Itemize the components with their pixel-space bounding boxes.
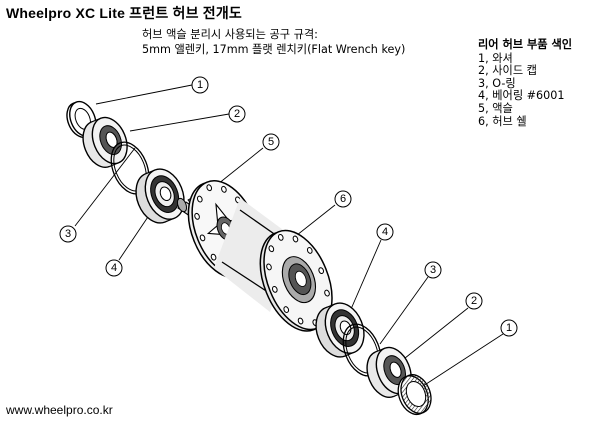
parts-index-item: 1, 와셔 bbox=[478, 51, 513, 65]
leader-line bbox=[347, 239, 382, 317]
callout-number: 2 bbox=[471, 295, 477, 307]
callout-axle: 5 bbox=[262, 133, 280, 151]
hub-flange-right bbox=[259, 229, 333, 332]
callout-number: 2 bbox=[234, 108, 240, 120]
leader-line bbox=[129, 113, 230, 132]
tool-spec-note: 허브 액슬 분리시 사용되는 공구 규격: 5mm 앨렌키, 17mm 플랫 렌… bbox=[142, 27, 405, 57]
parts-index-item: 3, O-링 bbox=[478, 76, 516, 90]
tool-spec-line-2: 5mm 앨렌키, 17mm 플랫 렌치키(Flat Wrench key) bbox=[142, 43, 406, 56]
callout-bearing-left: 4 bbox=[105, 259, 123, 277]
callout-o-ring-left: 3 bbox=[59, 225, 77, 243]
tool-spec-line-1: 허브 액슬 분리시 사용되는 공구 규격: bbox=[142, 28, 318, 41]
leader-line bbox=[379, 276, 429, 345]
callout-number: 6 bbox=[340, 193, 346, 205]
bearing-left bbox=[135, 168, 185, 224]
parts-index-item: 6, 허브 쉘 bbox=[478, 114, 527, 128]
callout-hub-shell: 6 bbox=[334, 190, 352, 208]
callout-number: 3 bbox=[65, 228, 71, 240]
callout-side-cap-right: 2 bbox=[465, 292, 483, 310]
hub-shell bbox=[187, 180, 333, 332]
parts-index-item: 4, 베어링 #6001 bbox=[478, 89, 565, 103]
callouts: 1 2 3 4 5 6 4 3 bbox=[59, 76, 518, 337]
callout-number: 1 bbox=[506, 322, 512, 334]
parts-index: 리어 허브 부품 색인 1, 와셔 2, 사이드 캡 3, O-링 4, 베어링… bbox=[478, 38, 573, 128]
parts-index-item: 2, 사이드 캡 bbox=[478, 64, 537, 78]
website-url: www.wheelpro.co.kr bbox=[6, 403, 113, 417]
page-title: Wheelpro XC Lite 프런트 허브 전개도 bbox=[6, 5, 243, 21]
callout-number: 5 bbox=[268, 136, 274, 148]
callout-number: 3 bbox=[430, 264, 436, 276]
parts-index-item: 5, 액슬 bbox=[478, 101, 513, 115]
leader-line bbox=[95, 84, 193, 105]
leader-line bbox=[394, 307, 469, 367]
callout-number: 4 bbox=[382, 226, 388, 238]
parts-index-title: 리어 허브 부품 색인 bbox=[478, 38, 573, 51]
callout-bearing-right: 4 bbox=[376, 223, 394, 241]
callout-number: 1 bbox=[197, 79, 203, 91]
callout-washer-right: 1 bbox=[500, 319, 518, 337]
callout-o-ring-right: 3 bbox=[424, 261, 442, 279]
leader-line bbox=[74, 147, 136, 227]
callout-washer-left: 1 bbox=[191, 76, 209, 94]
callout-side-cap-left: 2 bbox=[228, 105, 246, 123]
side-cap-right bbox=[366, 346, 412, 398]
callout-number: 4 bbox=[111, 262, 117, 274]
leader-line bbox=[419, 333, 504, 389]
washer-right bbox=[397, 374, 432, 416]
